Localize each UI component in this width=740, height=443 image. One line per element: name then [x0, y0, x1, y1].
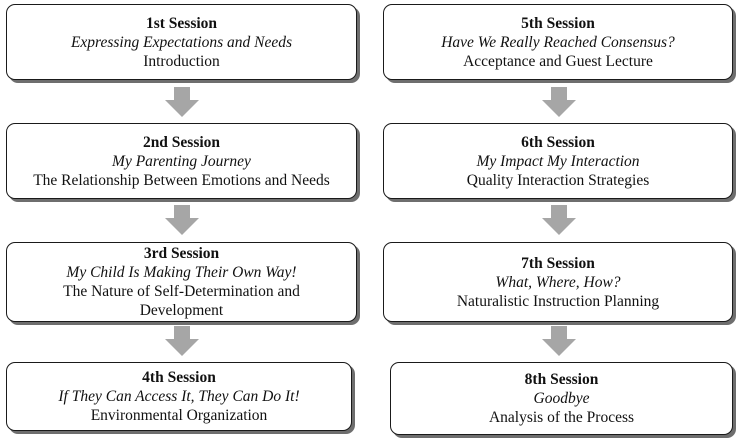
session-title: 8th Session [524, 371, 599, 388]
session-4-box: 4th Session If They Can Access It, They … [6, 362, 352, 431]
session-subtitle: If They Can Access It, They Can Do It! [58, 388, 300, 405]
session-subtitle: My Child Is Making Their Own Way! [66, 264, 297, 281]
session-title: 5th Session [521, 14, 595, 32]
session-subtitle: What, Where, How? [495, 273, 621, 291]
session-description: The Relationship Between Emotions and Ne… [33, 171, 330, 189]
session-3-box: 3rd Session My Child Is Making Their Own… [6, 242, 357, 322]
session-title: 3rd Session [143, 245, 220, 262]
down-arrow-icon [165, 326, 199, 356]
session-8-box: 8th Session Goodbye Analysis of the Proc… [390, 362, 733, 435]
session-description: The Nature of Self-Determination and Dev… [63, 283, 300, 319]
session-description: Analysis of the Process [488, 409, 635, 426]
session-title: 6th Session [521, 133, 595, 151]
session-title: 4th Session [142, 369, 216, 386]
down-arrow-icon [542, 326, 576, 356]
session-description: Acceptance and Guest Lecture [463, 52, 653, 70]
session-description: Quality Interaction Strategies [466, 171, 650, 189]
session-subtitle: My Parenting Journey [112, 152, 251, 170]
session-6-box: 6th Session My Impact My Interaction Qua… [383, 123, 733, 199]
session-2-box: 2nd Session My Parenting Journey The Rel… [6, 123, 357, 199]
session-7-box: 7th Session What, Where, How? Naturalist… [383, 242, 733, 322]
session-subtitle: Have We Really Reached Consensus? [441, 33, 675, 51]
down-arrow-icon [542, 87, 576, 117]
session-title: 2nd Session [142, 133, 221, 151]
session-5-box: 5th Session Have We Really Reached Conse… [383, 4, 733, 80]
session-subtitle: My Impact My Interaction [476, 152, 640, 170]
session-title: 7th Session [521, 254, 595, 272]
session-1-box: 1st Session Expressing Expectations and … [6, 4, 357, 80]
down-arrow-icon [165, 87, 199, 117]
down-arrow-icon [165, 205, 199, 235]
session-subtitle: Goodbye [533, 390, 590, 407]
session-description: Introduction [143, 52, 220, 70]
session-title: 1st Session [145, 14, 218, 32]
session-subtitle: Expressing Expectations and Needs [70, 33, 293, 51]
down-arrow-icon [542, 205, 576, 235]
session-description: Environmental Organization [90, 407, 268, 424]
session-description: Naturalistic Instruction Planning [456, 292, 660, 310]
